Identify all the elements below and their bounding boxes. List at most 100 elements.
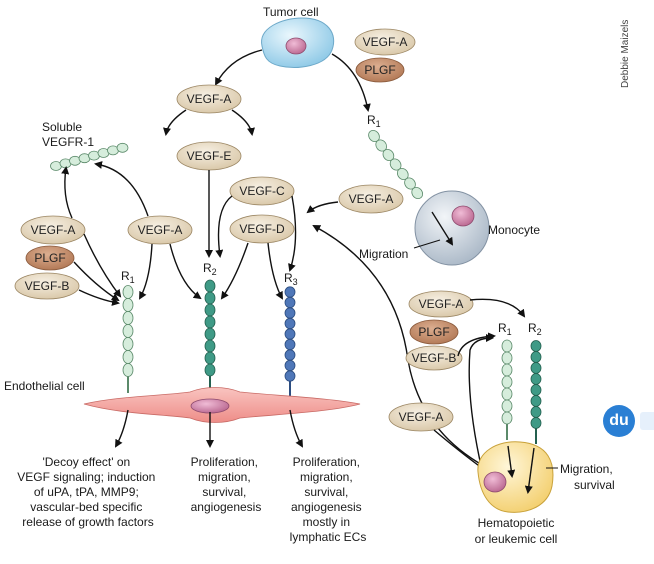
svg-text:VEGF-A: VEGF-A [363,35,408,49]
receptor-domain [530,406,542,418]
mono-r1-label: R1 [367,113,381,129]
left-plgf-oval: PLGF [25,245,75,271]
arrow-vegfc-to-r3 [288,195,297,272]
receptor-r2-hematopoietic [530,340,542,444]
hematopoietic-nucleus [483,471,507,493]
du-badge-icon[interactable]: du [603,405,635,437]
credit-text: Debbie Maizels [620,20,631,88]
arrow-midvegfa-to-r2 [169,243,202,300]
receptor-domain [501,387,513,401]
receptor-domain [284,307,296,319]
outcome-decoy-text: 'Decoy effect' on VEGF signaling; induct… [17,455,158,529]
arrow-midvegfa-to-r1 [139,243,153,300]
arrow-left-to-soluble [61,166,73,219]
receptor-domain [122,298,134,312]
arrow-vegfd-to-r2 [220,242,249,300]
receptor-domain [284,328,296,340]
vegfc-oval: VEGF-C [229,176,295,206]
soluble-vegfr1-chain [50,142,129,171]
r2-label: R2 [203,261,217,277]
vegfe-oval: VEGF-E [176,141,242,171]
monocyte-nucleus [451,205,475,227]
migration-survival-label-1: Migration, [560,462,613,476]
arrow-vegfa-right [231,109,255,136]
migration-survival-label-2: survival [574,478,615,492]
receptor-domain [204,303,216,317]
svg-text:VEGF-A: VEGF-A [419,297,464,311]
svg-text:VEGF-A: VEGF-A [138,223,183,237]
arrow-mono-vegfa-to-vegfcd [306,201,339,214]
svg-text:VEGF-C: VEGF-C [239,184,285,198]
receptor-domain [411,186,424,200]
receptor-domain [204,279,216,293]
endothelial-nucleus [190,398,230,414]
hema-plgf-oval: PLGF [409,319,459,345]
receptor-domain [204,327,216,341]
arrow-vegfa-left [163,109,187,136]
arrow-r1-outcome [115,409,129,448]
receptor-domain [501,363,513,377]
receptor-domain [530,351,542,363]
receptor-r1-hematopoietic [501,339,513,440]
receptor-domain [122,311,134,325]
arrow-hema-inner-1 [507,445,516,478]
receptor-domain [122,350,134,364]
receptor-domain [284,296,296,309]
arrow-vegfb-to-r1 [78,289,120,306]
left-vegfa-oval: VEGF-A [20,215,86,245]
receptor-r3-endothelial [284,286,296,397]
arrow-hema-inner-2 [524,447,535,494]
receptor-domain [204,363,216,377]
hematopoietic-label-1: Hematopoietic [478,516,555,530]
receptor-domain [284,317,296,330]
hema-vegfb-oval: VEGF-B [405,345,463,371]
arrow-monocyte-inner [431,211,454,246]
receptor-domain [122,285,134,299]
hematopoietic-label-2: or leukemic cell [475,532,558,546]
svg-text:VEGF-A: VEGF-A [31,223,76,237]
receptor-domain [501,351,513,365]
arrow-vegfd-to-r3 [267,242,283,300]
receptor-domain [204,315,216,329]
receptor-domain [204,351,216,365]
receptor-domain [204,339,216,353]
receptor-domain [530,384,542,396]
svg-text:VEGF-B: VEGF-B [412,351,457,365]
soluble-label-1: Soluble [42,120,82,134]
arrow-tumor-to-r1 [331,53,371,112]
migration-label: Migration [359,247,408,261]
arrow-mid-to-soluble [94,161,149,217]
tumor-cell-label: Tumor cell [263,5,319,19]
svg-text:VEGF-A: VEGF-A [399,410,444,424]
receptor-domain [530,362,542,374]
r3-label: R3 [284,271,298,287]
mono-vegfa-oval: VEGF-A [338,184,404,214]
side-tab[interactable] [640,412,654,430]
svg-text:PLGF: PLGF [418,325,449,339]
receptor-r1-endothelial [122,285,134,393]
receptor-domain [530,373,542,385]
hema-r1-label: R1 [498,321,512,337]
migration-pointer [413,239,441,249]
receptor-domain [284,370,296,382]
arrow-tumor-to-vegfa [215,49,263,86]
receptor-domain [284,359,296,372]
arrow-hema-ligands-to-r1 [457,332,496,357]
receptor-r1-monocyte [368,129,424,200]
arrow-vegfc-to-r2 [215,195,233,258]
endothelial-cell-label: Endothelial cell [4,379,85,393]
outcome-r3-text: Proliferation, migration, survival, angi… [290,455,367,544]
svg-text:VEGF-D: VEGF-D [239,222,285,236]
tumor-plgf-oval: PLGF [355,57,405,83]
svg-text:PLGF: PLGF [34,251,65,265]
receptor-domain [501,375,513,389]
arrow-hema-loop [468,334,494,471]
svg-text:VEGF-B: VEGF-B [25,279,70,293]
arrow-hema-vegfa-to-r2 [469,298,526,318]
receptor-domain [122,363,134,377]
receptor-domain [530,417,542,429]
receptor-domain [284,286,296,298]
outcome-r2-text: Proliferation, migration, survival, angi… [191,455,262,514]
receptor-domain [530,340,542,352]
hematopoietic-cell [477,441,554,513]
